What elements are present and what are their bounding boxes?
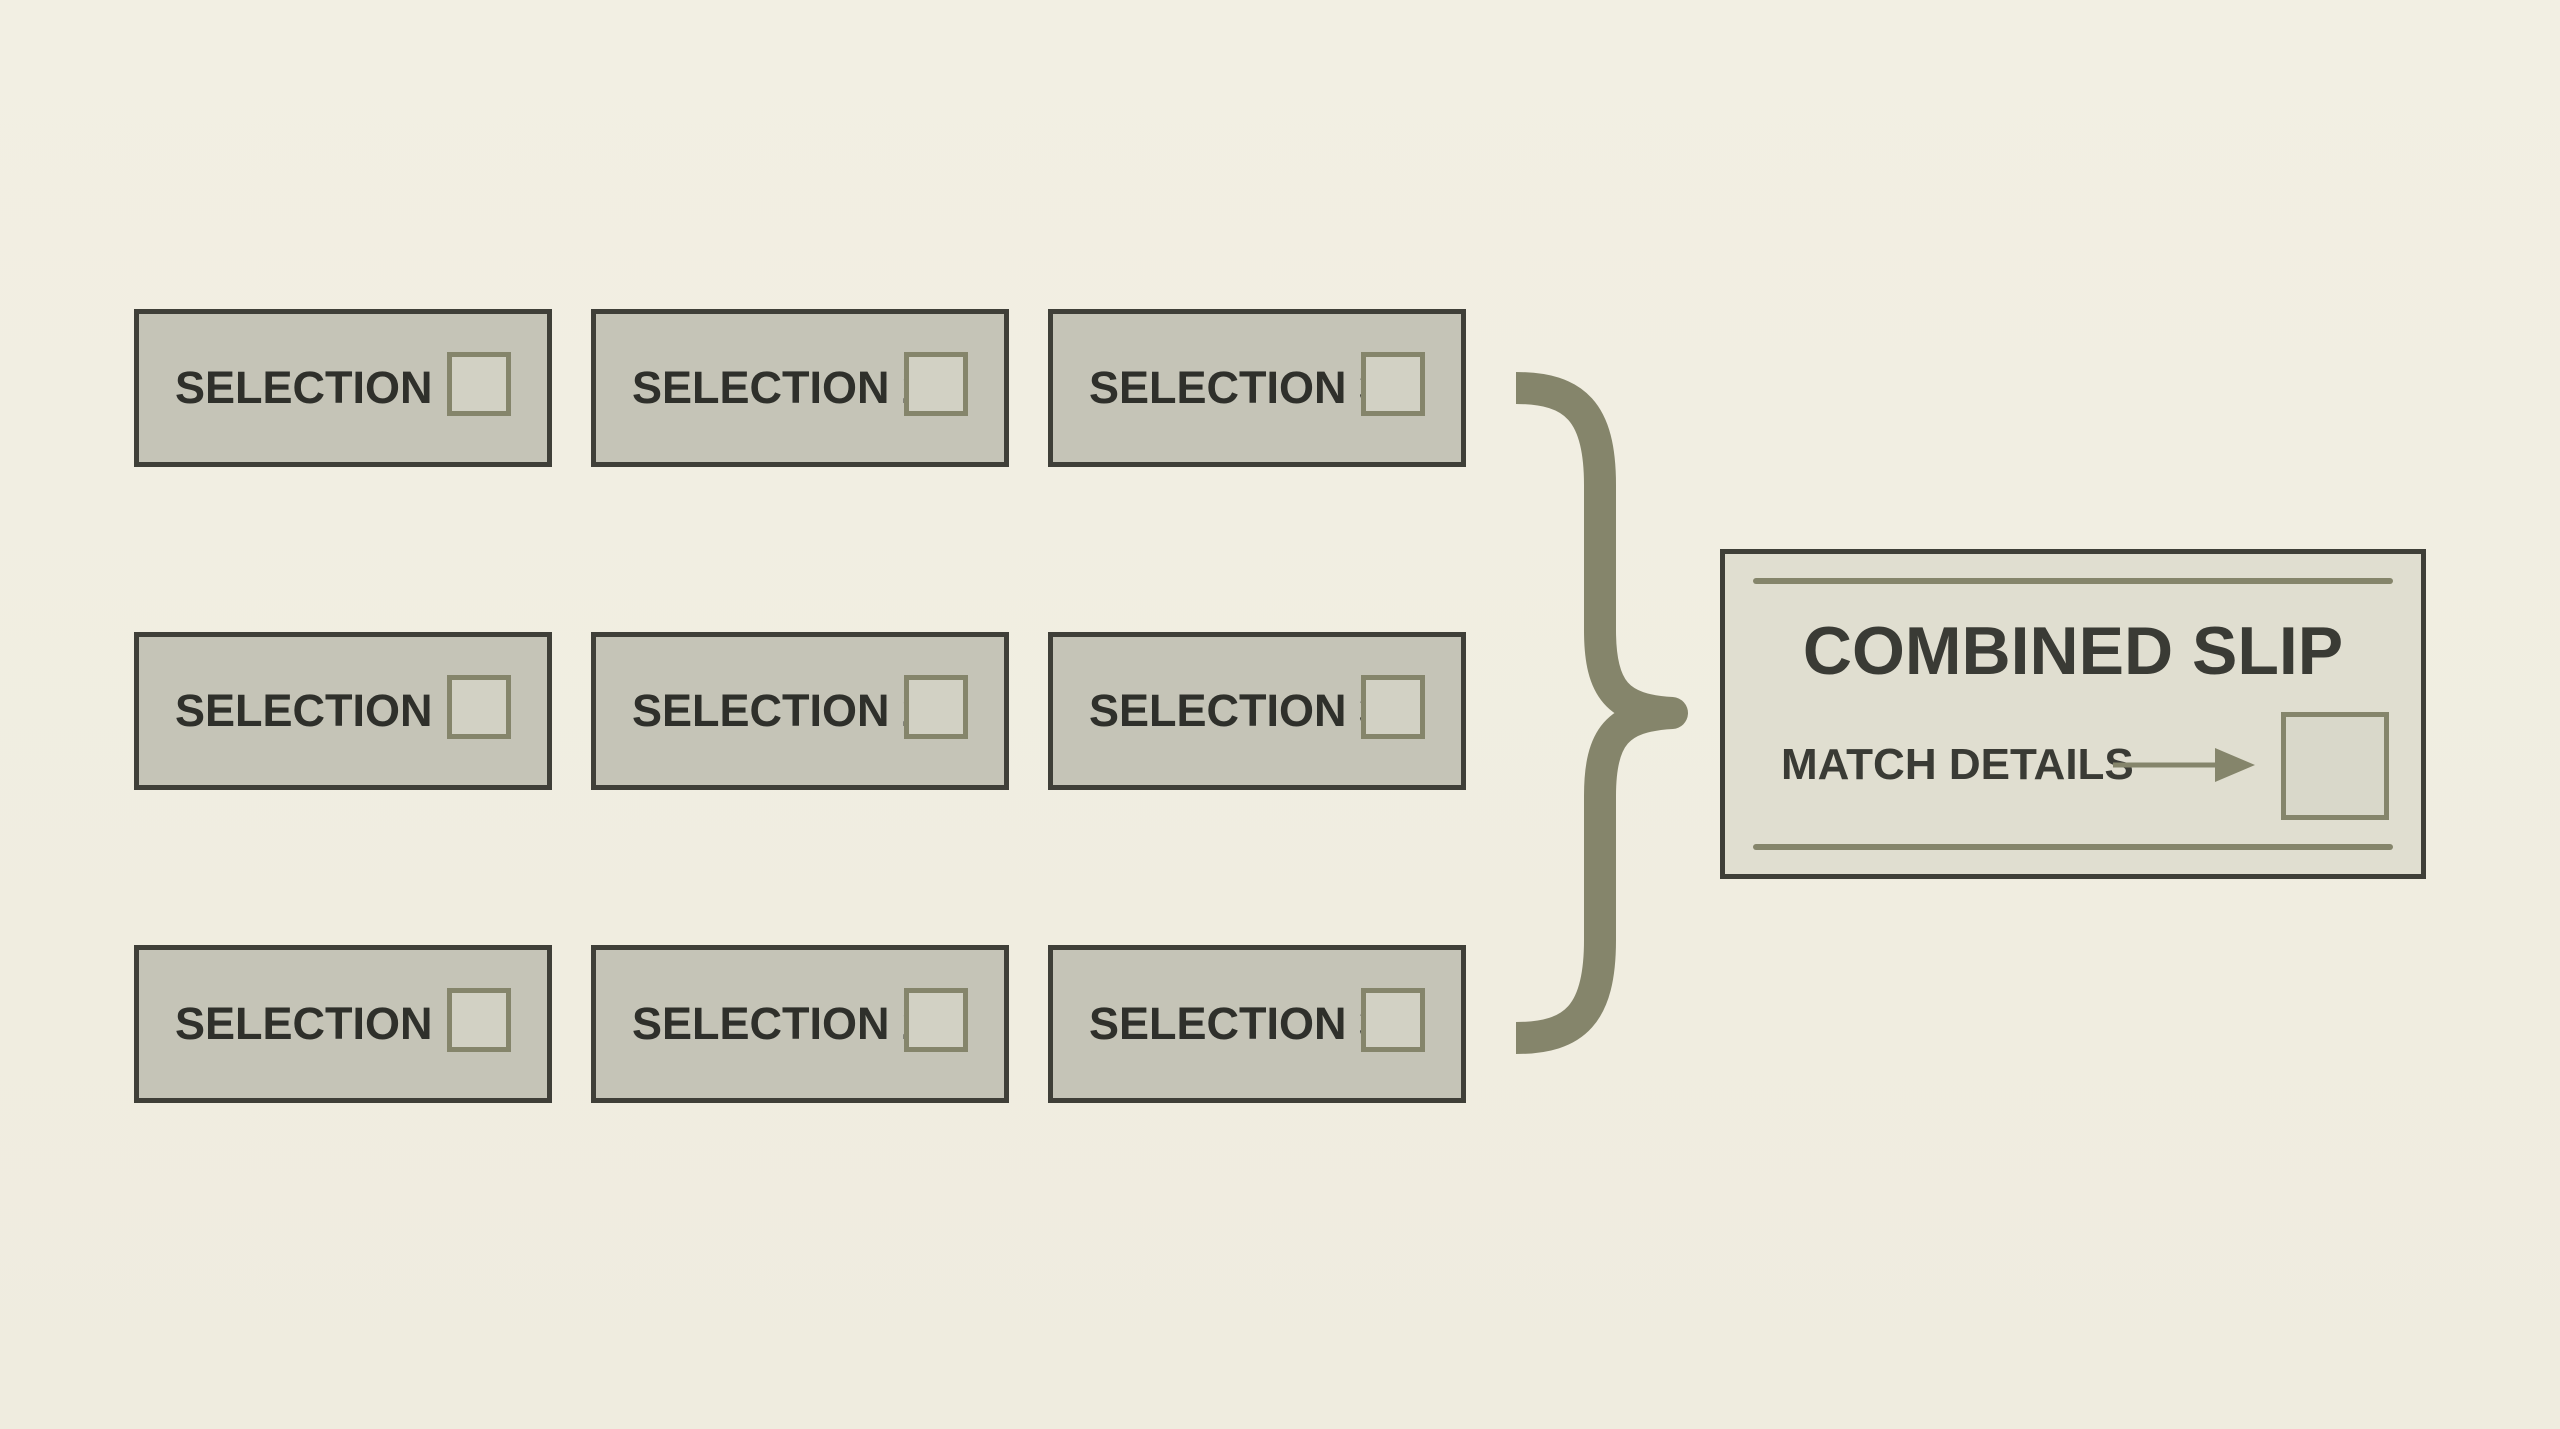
selection-label: SELECTION 2	[632, 362, 928, 413]
selection-box-row1-1[interactable]: SELECTION 1	[134, 309, 552, 467]
selection-checkbox[interactable]	[447, 675, 511, 739]
selection-checkbox[interactable]	[1361, 675, 1425, 739]
selection-checkbox[interactable]	[1361, 352, 1425, 416]
selection-label: SELECTION 2	[632, 685, 928, 736]
selection-label: SELECTION 1	[175, 685, 471, 736]
slip-title: COMBINED SLIP	[1802, 613, 2344, 689]
selection-box-row2-3[interactable]: SELECTION 3	[1048, 632, 1466, 790]
selection-label: SELECTION 1	[175, 362, 471, 413]
selection-label: SELECTION 3	[1089, 998, 1385, 1049]
combined-slip-card[interactable]: COMBINED SLIP MATCH DETAILS	[1720, 549, 2426, 879]
selection-label: SELECTION 3	[1089, 362, 1385, 413]
selection-box-row3-3[interactable]: SELECTION 3	[1048, 945, 1466, 1103]
slip-checkbox[interactable]	[2281, 712, 2389, 820]
curly-brace-icon	[1515, 372, 1688, 1054]
selection-box-row2-2[interactable]: SELECTION 2	[591, 632, 1009, 790]
match-details-label: MATCH DETAILS	[1781, 740, 2134, 789]
slip-top-rule	[1753, 578, 2393, 584]
selection-label: SELECTION 1	[175, 998, 471, 1049]
selection-box-row1-2[interactable]: SELECTION 2	[591, 309, 1009, 467]
selection-label: SELECTION 3	[1089, 685, 1385, 736]
slip-bottom-rule	[1753, 844, 2393, 850]
selection-box-row2-1[interactable]: SELECTION 1	[134, 632, 552, 790]
selection-box-row3-2[interactable]: SELECTION 2	[591, 945, 1009, 1103]
selection-box-row3-1[interactable]: SELECTION 1	[134, 945, 552, 1103]
selection-checkbox[interactable]	[1361, 988, 1425, 1052]
selection-checkbox[interactable]	[904, 988, 968, 1052]
selection-checkbox[interactable]	[447, 988, 511, 1052]
selection-checkbox[interactable]	[447, 352, 511, 416]
selection-checkbox[interactable]	[904, 675, 968, 739]
selection-label: SELECTION 2	[632, 998, 928, 1049]
selection-checkbox[interactable]	[904, 352, 968, 416]
selection-box-row1-3[interactable]: SELECTION 3	[1048, 309, 1466, 467]
arrow-right-icon	[2113, 748, 2255, 782]
